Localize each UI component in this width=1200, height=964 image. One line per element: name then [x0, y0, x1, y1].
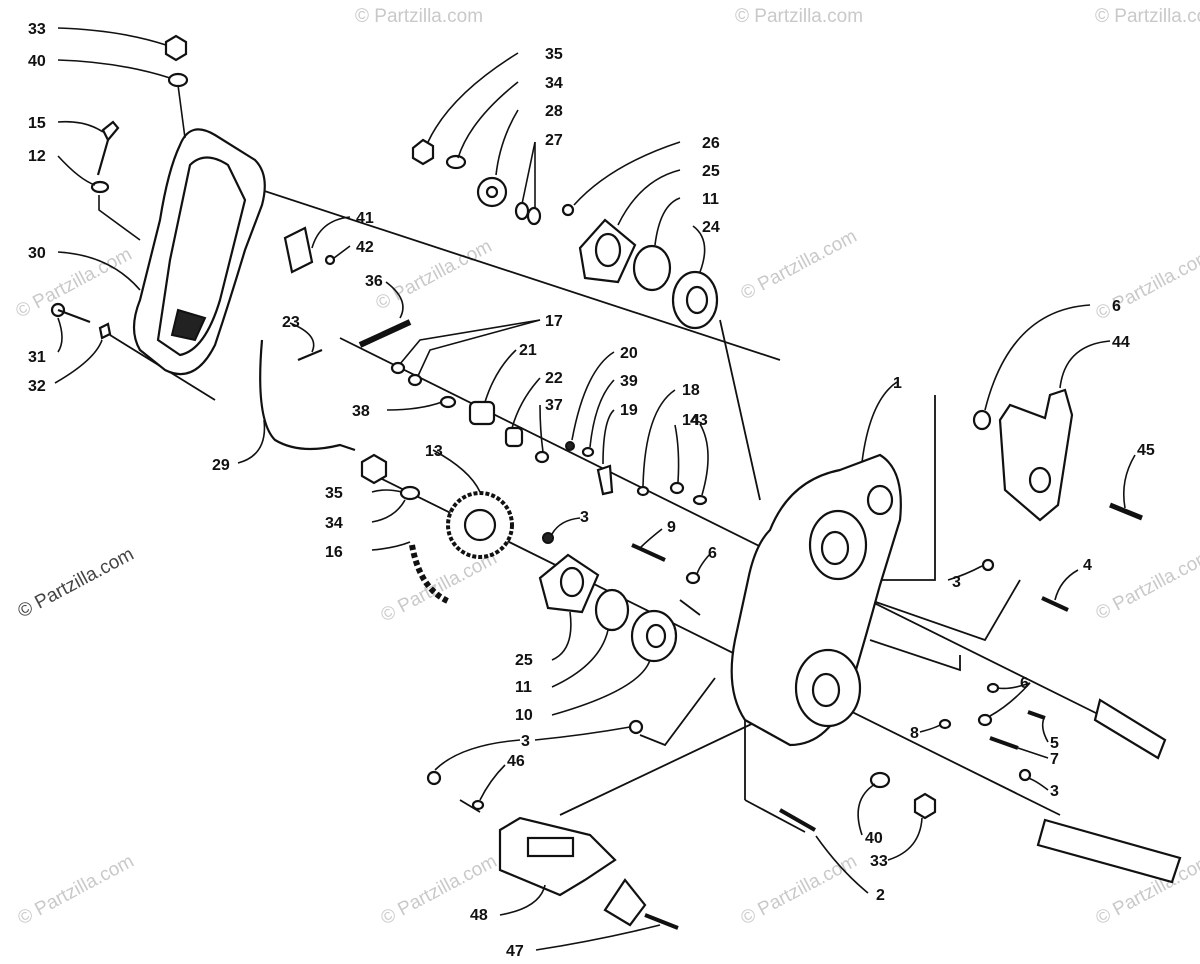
- leader-lines: [54, 27, 1136, 951]
- callout-11: 11: [702, 191, 719, 208]
- shaft-end: [1093, 698, 1167, 760]
- callout-26: 26: [702, 135, 720, 152]
- callout-8: 8: [910, 725, 919, 742]
- nut: [164, 34, 188, 62]
- callout-37: 37: [545, 397, 563, 414]
- callout-45: 45: [1137, 442, 1155, 459]
- callout-14: 14: [682, 412, 700, 429]
- watermark: © Partzilla.com: [355, 6, 483, 27]
- callout-9: 9: [667, 519, 676, 536]
- callout-39: 39: [620, 373, 638, 390]
- callout-34: 34: [545, 75, 563, 92]
- watermark: © Partzilla.com: [737, 851, 860, 930]
- callout-44: 44: [1112, 334, 1130, 351]
- callout-2: 2: [876, 887, 885, 904]
- callout-19: 19: [620, 402, 638, 419]
- callout-33: 33: [870, 853, 888, 870]
- callout-3: 3: [521, 733, 530, 750]
- callout-33: 33: [28, 21, 46, 38]
- callout-16: 16: [325, 544, 343, 561]
- callout-36: 36: [365, 273, 383, 290]
- callout-40: 40: [865, 830, 883, 847]
- cable: [259, 339, 356, 452]
- callout-32: 32: [28, 378, 46, 395]
- callout-1: 1: [893, 375, 902, 392]
- watermark: © Partzilla.com: [735, 6, 863, 27]
- callout-23: 23: [282, 314, 300, 331]
- callout-18: 18: [682, 382, 700, 399]
- callout-25: 25: [515, 652, 533, 669]
- watermark: © Partzilla.com: [1092, 246, 1200, 325]
- callout-46: 46: [507, 753, 525, 770]
- callout-35: 35: [325, 485, 343, 502]
- callout-47: 47: [506, 943, 524, 960]
- chain-case-cover: [132, 128, 266, 376]
- callout-6: 6: [708, 545, 717, 562]
- callout-22: 22: [545, 370, 563, 387]
- watermark: © Partzilla.com: [737, 226, 860, 305]
- watermark: © Partzilla.com: [1092, 546, 1200, 625]
- callout-29: 29: [212, 457, 230, 474]
- callout-3: 3: [952, 574, 961, 591]
- callout-13: 13: [425, 443, 443, 460]
- callout-43: 43: [690, 412, 708, 429]
- callout-28: 28: [545, 103, 563, 120]
- callout-35: 35: [545, 46, 563, 63]
- callout-6: 6: [1020, 675, 1029, 692]
- bracket: [998, 388, 1074, 522]
- callout-20: 20: [620, 345, 638, 362]
- callout-48: 48: [470, 907, 488, 924]
- callout-40: 40: [28, 53, 46, 70]
- callout-21: 21: [519, 342, 537, 359]
- callout-31: 31: [28, 349, 46, 366]
- callout-15: 15: [28, 115, 46, 132]
- callout-42: 42: [356, 239, 374, 256]
- drive-chain: [409, 544, 452, 605]
- callout-41: 41: [356, 210, 374, 227]
- watermark: © Partzilla.com: [14, 544, 137, 623]
- watermark: © Partzilla.com: [14, 851, 137, 930]
- callout-25: 25: [702, 163, 720, 180]
- callout-5: 5: [1050, 735, 1059, 752]
- callout-30: 30: [28, 245, 46, 262]
- callout-11: 11: [515, 679, 532, 696]
- spacer: [468, 400, 496, 426]
- callout-labels: 33 40 15 12 30 31 32 41 42 36 23 29 35 3…: [28, 21, 1155, 960]
- callout-38: 38: [352, 403, 370, 420]
- callout-7: 7: [1050, 751, 1059, 768]
- callout-34: 34: [325, 515, 343, 532]
- callout-10: 10: [515, 707, 533, 724]
- callout-24: 24: [702, 219, 720, 236]
- callout-12: 12: [28, 148, 46, 165]
- callout-3: 3: [580, 509, 589, 526]
- callout-4: 4: [1083, 557, 1092, 574]
- callout-17: 17: [545, 313, 563, 330]
- watermark: © Partzilla.com: [372, 236, 495, 315]
- watermark: © Partzilla.com: [377, 548, 500, 627]
- callout-27: 27: [545, 132, 563, 149]
- shaft-end: [1036, 818, 1182, 884]
- plate: [283, 226, 314, 274]
- washer: [167, 72, 189, 88]
- parts: [50, 34, 1182, 930]
- callout-6: 6: [1112, 298, 1121, 315]
- watermark: © Partzilla.com: [1095, 6, 1200, 27]
- callout-3: 3: [1050, 783, 1059, 800]
